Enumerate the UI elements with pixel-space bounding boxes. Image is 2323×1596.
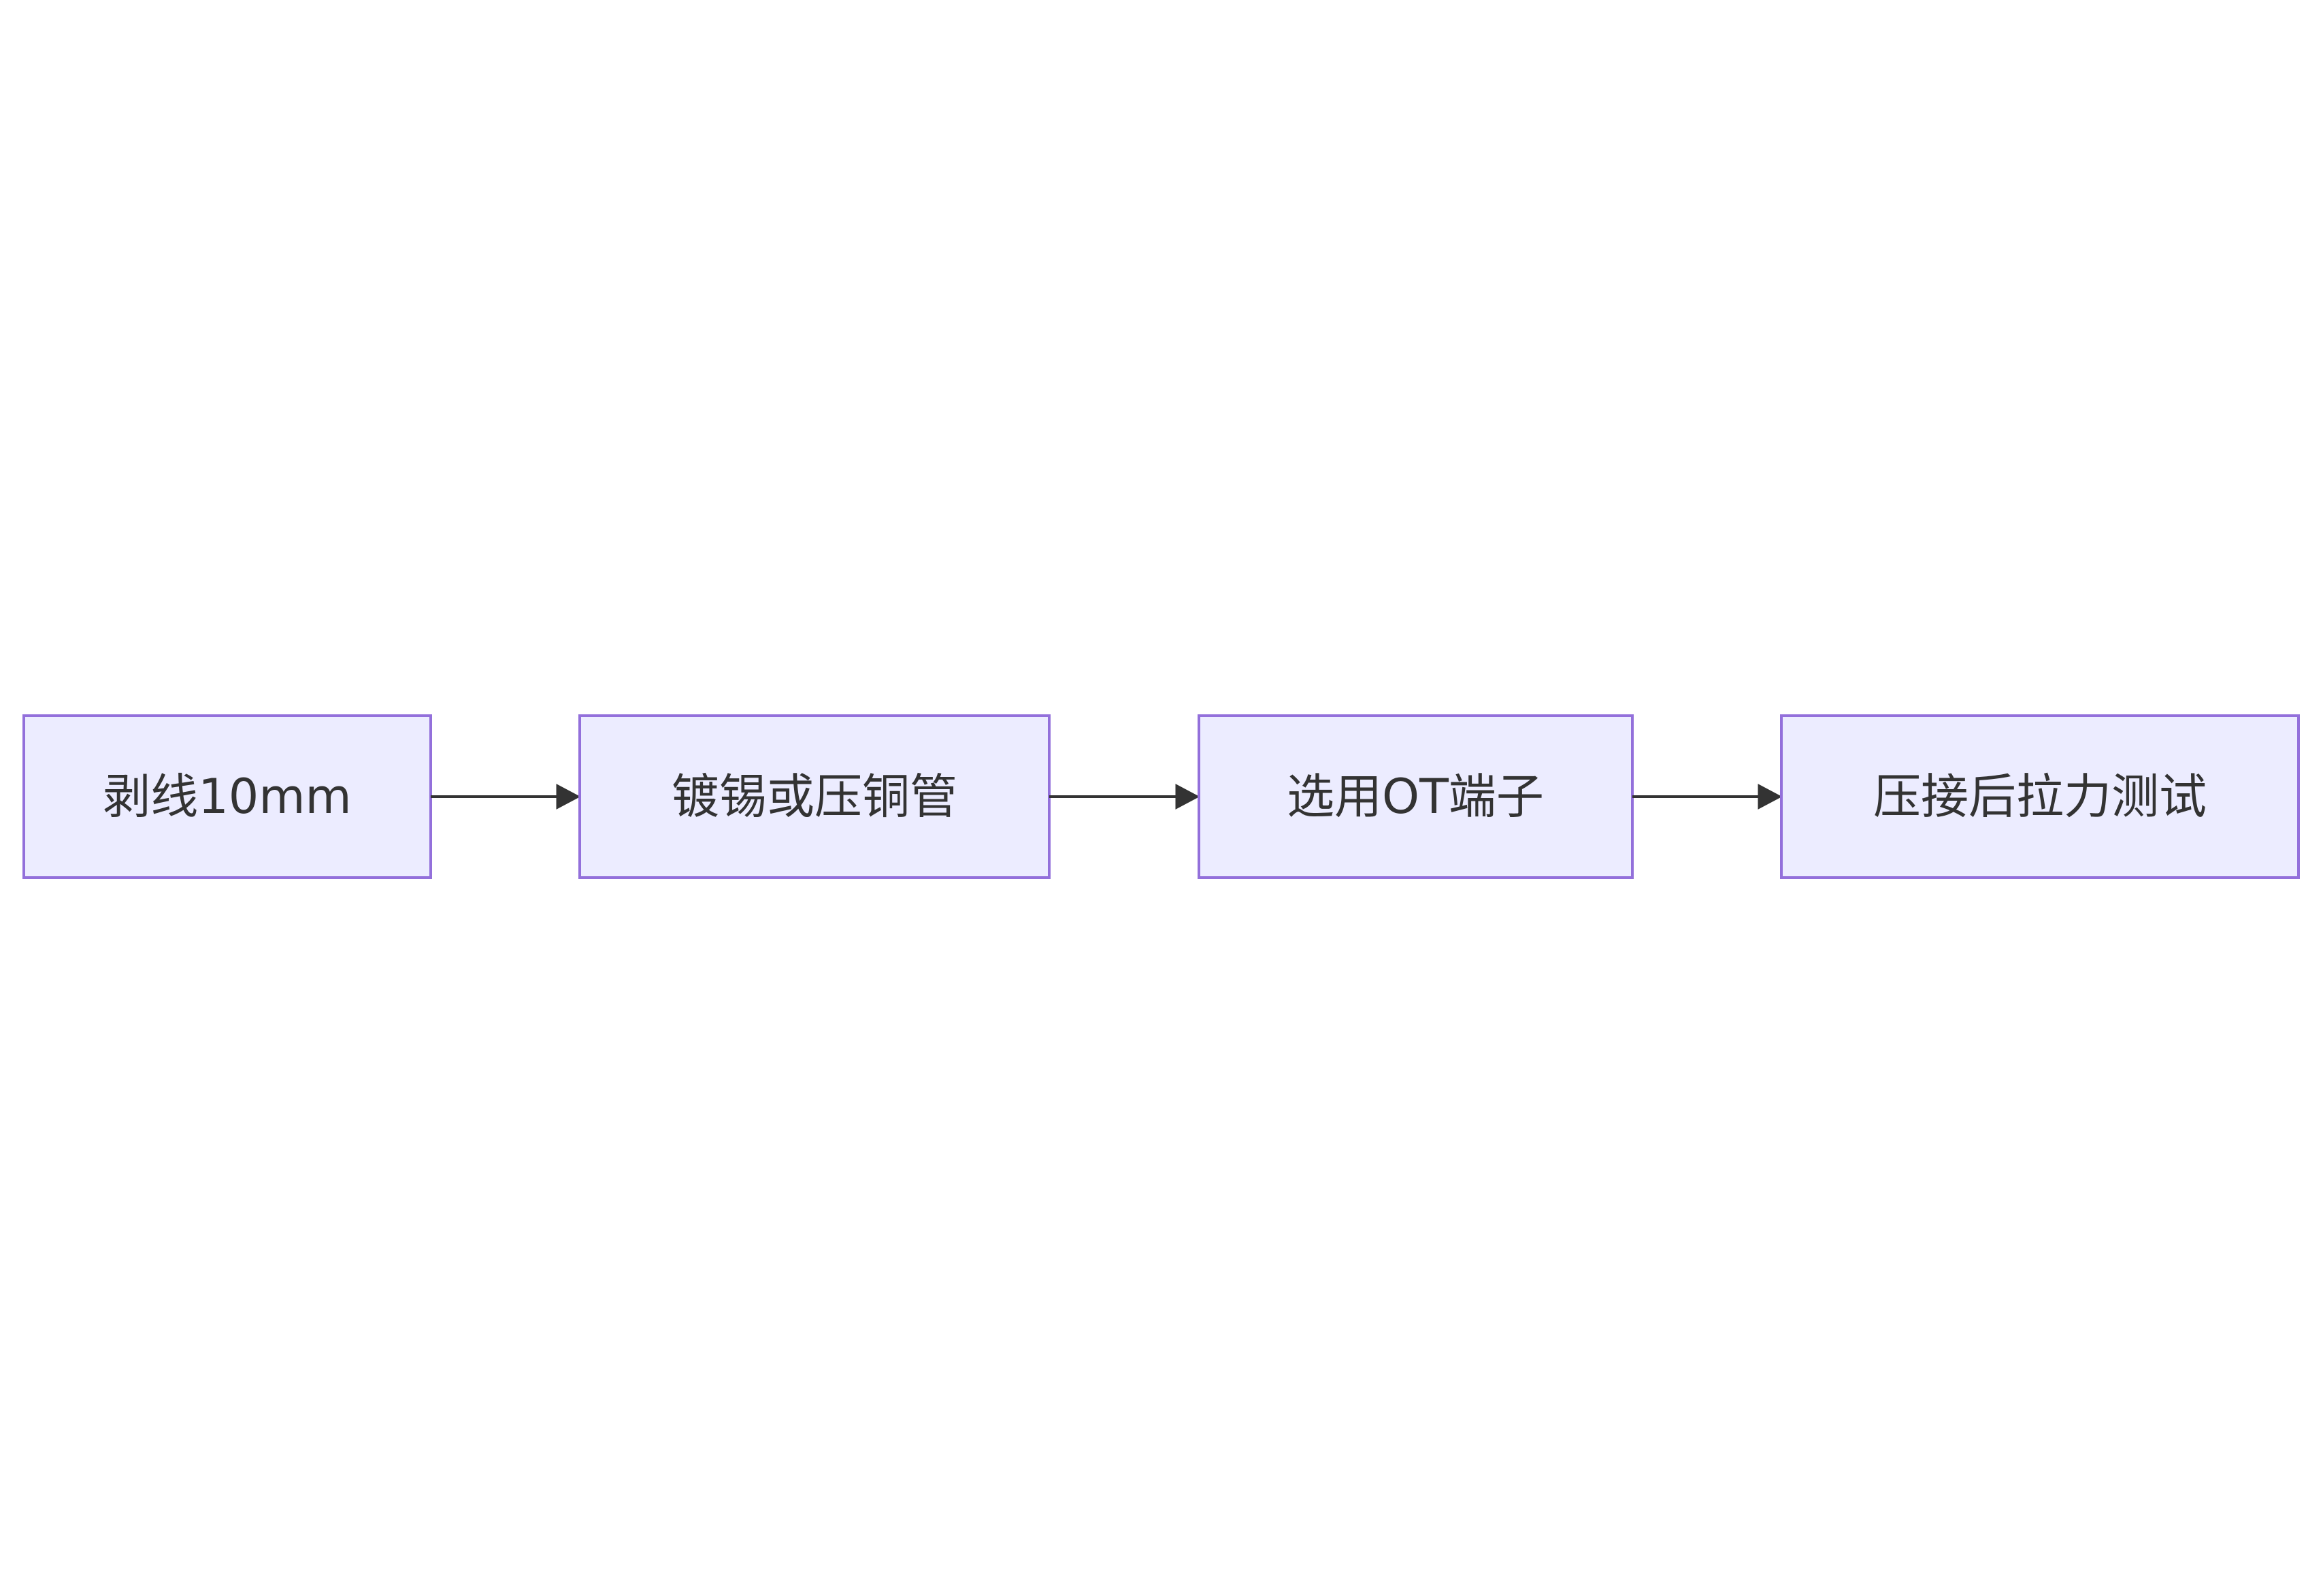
- node-label: 镀锡或压铜管: [672, 769, 957, 825]
- arrowhead-icon: [1175, 784, 1200, 810]
- node-box: [1780, 714, 2300, 879]
- node-label: 选用OT端子: [1287, 769, 1544, 825]
- node-label: 压接后拉力测试: [1873, 769, 2207, 825]
- flow-edge-1-2: [431, 784, 581, 810]
- flow-node-step2: 镀锡或压铜管: [578, 714, 1051, 879]
- flow-edge-3-4: [1632, 784, 1783, 810]
- node-box: [22, 714, 432, 879]
- node-label: 剥线10mm: [103, 769, 351, 825]
- node-box: [578, 714, 1051, 879]
- node-box: [1198, 714, 1634, 879]
- arrowhead-icon: [556, 784, 581, 810]
- arrowhead-icon: [1758, 784, 1783, 810]
- flow-node-step4: 压接后拉力测试: [1780, 714, 2300, 879]
- flow-edge-2-3: [1049, 784, 1200, 810]
- flow-node-step1: 剥线10mm: [22, 714, 432, 879]
- flow-node-step3: 选用OT端子: [1198, 714, 1634, 879]
